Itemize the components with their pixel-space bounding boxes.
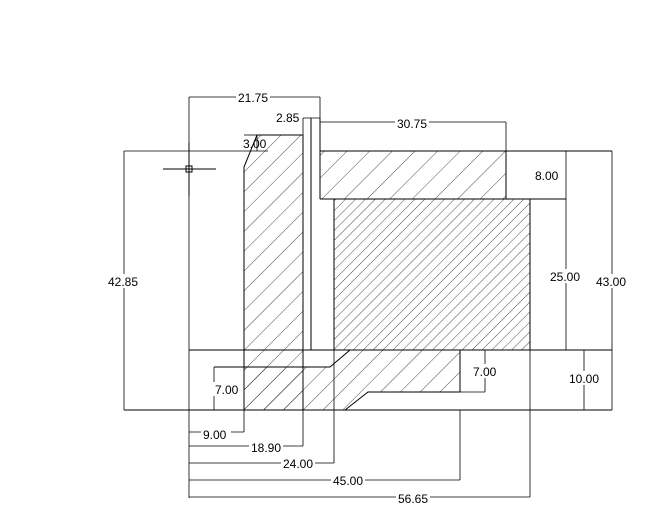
dim-8-00: 8.00 <box>535 169 559 183</box>
base-hatch <box>244 350 460 410</box>
top-bar-hatch <box>320 151 506 199</box>
crosshair-cursor-icon <box>163 143 216 196</box>
dim-9-00: 9.00 <box>203 428 227 442</box>
hatched-regions <box>244 135 530 410</box>
dim-7-00-left: 7.00 <box>215 383 239 397</box>
dim-43-00: 43.00 <box>596 275 626 289</box>
left-strip-hatch <box>244 135 303 410</box>
dim-30-75: 30.75 <box>397 117 427 131</box>
part-outline <box>124 118 612 411</box>
dim-2-85: 2.85 <box>276 111 300 125</box>
dim-42-85: 42.85 <box>108 275 138 289</box>
dim-25-00: 25.00 <box>550 270 580 284</box>
dimension-labels: 21.75 2.85 30.75 3.00 8.00 42.85 25.00 4… <box>106 90 629 506</box>
dim-18-90: 18.90 <box>251 441 281 455</box>
dim-24-00: 24.00 <box>283 457 313 471</box>
dimension-lines <box>123 96 613 498</box>
dim-21-75: 21.75 <box>238 91 268 105</box>
dim-10-00: 10.00 <box>569 372 599 386</box>
center-block-hatch <box>334 199 530 350</box>
dim-56-65: 56.65 <box>398 492 428 506</box>
dim-7-00-right: 7.00 <box>473 365 497 379</box>
dim-45-00: 45.00 <box>333 474 363 488</box>
dim-3-00: 3.00 <box>243 137 267 151</box>
